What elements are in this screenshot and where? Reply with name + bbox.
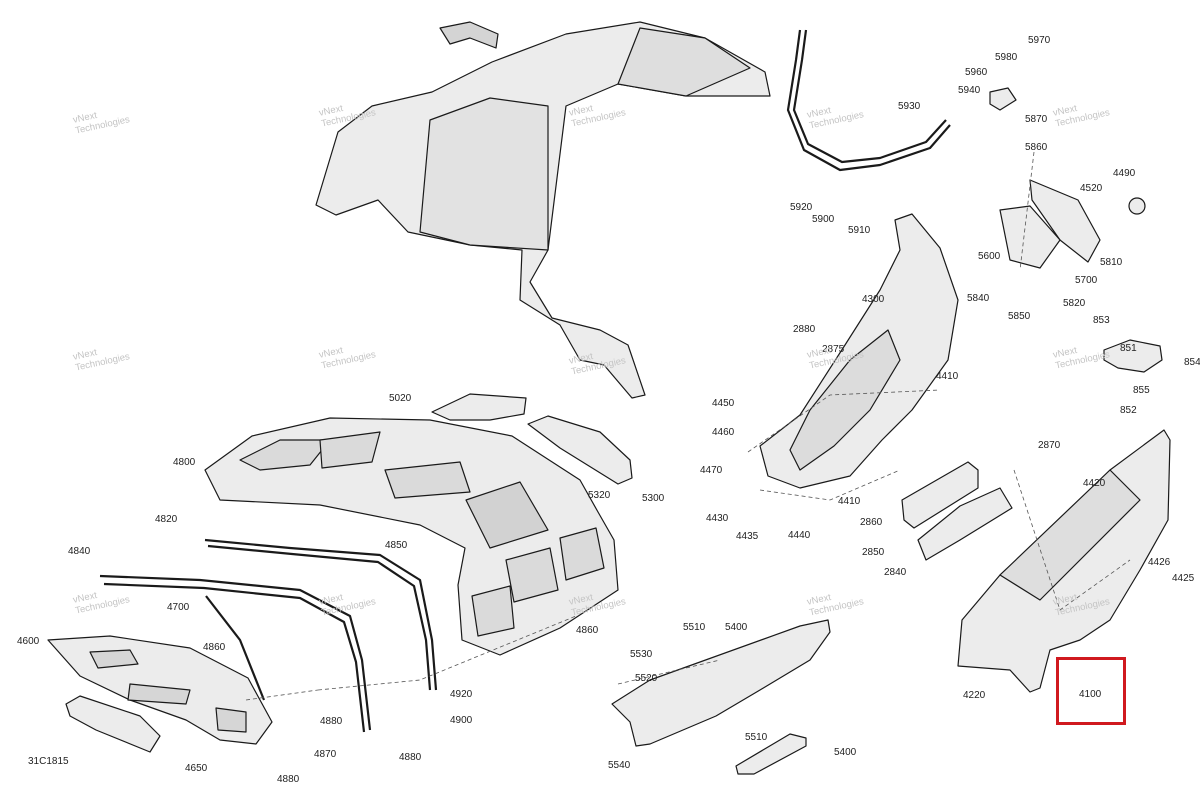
callout-label: 2880 (793, 324, 816, 335)
trim-strip-part (735, 733, 807, 775)
callout-label: 4220 (963, 690, 986, 701)
callout-label: 4420 (1083, 478, 1106, 489)
callout-label: 4460 (712, 427, 735, 438)
callout-label: 5300 (642, 493, 665, 504)
rear-rack-part (204, 417, 619, 656)
callout-label: 851 (1120, 343, 1137, 354)
callout-label: 4650 (185, 763, 208, 774)
callout-label: 2860 (860, 517, 883, 528)
callout-label: 5980 (995, 52, 1018, 63)
callout-label: 855 (1133, 385, 1150, 396)
callout-label: 5840 (967, 293, 990, 304)
grab-bar-part (786, 29, 951, 172)
callout-label: 5540 (608, 760, 631, 771)
callout-label: 5930 (898, 101, 921, 112)
callout-label: 4900 (450, 715, 473, 726)
callout-label: 4840 (68, 546, 91, 557)
rear-bumper-part (47, 635, 273, 745)
callout-label: 4425 (1172, 573, 1195, 584)
callout-label: 854 (1184, 357, 1200, 368)
callout-label: 5910 (848, 225, 871, 236)
callout-label: 5970 (1028, 35, 1051, 46)
handle-part (989, 87, 1017, 111)
hook-part (1103, 339, 1163, 373)
callout-label: 4860 (203, 642, 226, 653)
callout-label: 4860 (576, 625, 599, 636)
callout-label: 2850 (862, 547, 885, 558)
callout-label: 4300 (862, 294, 885, 305)
callout-label: 5600 (978, 251, 1001, 262)
callout-label: 4426 (1148, 557, 1171, 568)
callout-label: 5510 (683, 622, 706, 633)
callout-label: 5960 (965, 67, 988, 78)
document-reference: 31C1815 (28, 756, 69, 767)
callout-label: 5400 (725, 622, 748, 633)
callout-label: 4430 (706, 513, 729, 524)
callout-label: 5520 (635, 673, 658, 684)
callout-label: 5900 (812, 214, 835, 225)
callout-label: 4850 (385, 540, 408, 551)
callout-label: 5530 (630, 649, 653, 660)
lamp-assembly-part (999, 179, 1146, 269)
callout-label: 4450 (712, 398, 735, 409)
callout-label: 4440 (788, 530, 811, 541)
side-cover-part (527, 415, 633, 485)
callout-label: 5860 (1025, 142, 1048, 153)
callout-label: 2875 (822, 344, 845, 355)
callout-label: 4470 (700, 465, 723, 476)
callout-label: 4880 (399, 752, 422, 763)
rear-fender-part (957, 429, 1171, 693)
callout-label: 853 (1093, 315, 1110, 326)
small-rack-part (431, 393, 527, 421)
callout-label: 4410 (838, 496, 861, 507)
callout-label: 4880 (320, 716, 343, 727)
callout-label: 5700 (1075, 275, 1098, 286)
callout-label: 5920 (790, 202, 813, 213)
callout-label: 5940 (958, 85, 981, 96)
bumper-cover-part (65, 695, 161, 753)
callout-label: 4920 (450, 689, 473, 700)
callout-label: 4520 (1080, 183, 1103, 194)
callout-label: 4435 (736, 531, 759, 542)
callout-label: 5810 (1100, 257, 1123, 268)
callout-label: 4820 (155, 514, 178, 525)
callout-label: 4490 (1113, 168, 1136, 179)
callout-label: 5320 (588, 490, 611, 501)
step-panel-part (611, 619, 831, 747)
callout-label: 4870 (314, 749, 337, 760)
callout-label: 5020 (389, 393, 412, 404)
callout-label: 4880 (277, 774, 300, 785)
front-fender-part (315, 21, 771, 399)
callout-label: 5850 (1008, 311, 1031, 322)
callout-label: 5400 (834, 747, 857, 758)
side-panel-part (759, 213, 959, 489)
callout-label: 4100 (1079, 689, 1102, 700)
callout-label: 5820 (1063, 298, 1086, 309)
callout-label: 5870 (1025, 114, 1048, 125)
callout-label: 5510 (745, 732, 768, 743)
callout-label: 4800 (173, 457, 196, 468)
bracket-part (901, 461, 1013, 561)
highlight-box (1056, 657, 1126, 725)
alignment-leaders (245, 151, 1131, 701)
callout-label: 4700 (167, 602, 190, 613)
callout-label: 2870 (1038, 440, 1061, 451)
callout-label: 4410 (936, 371, 959, 382)
callout-label: 852 (1120, 405, 1137, 416)
callout-label: 2840 (884, 567, 907, 578)
callout-label: 4600 (17, 636, 40, 647)
tube-frame-part (99, 538, 438, 733)
